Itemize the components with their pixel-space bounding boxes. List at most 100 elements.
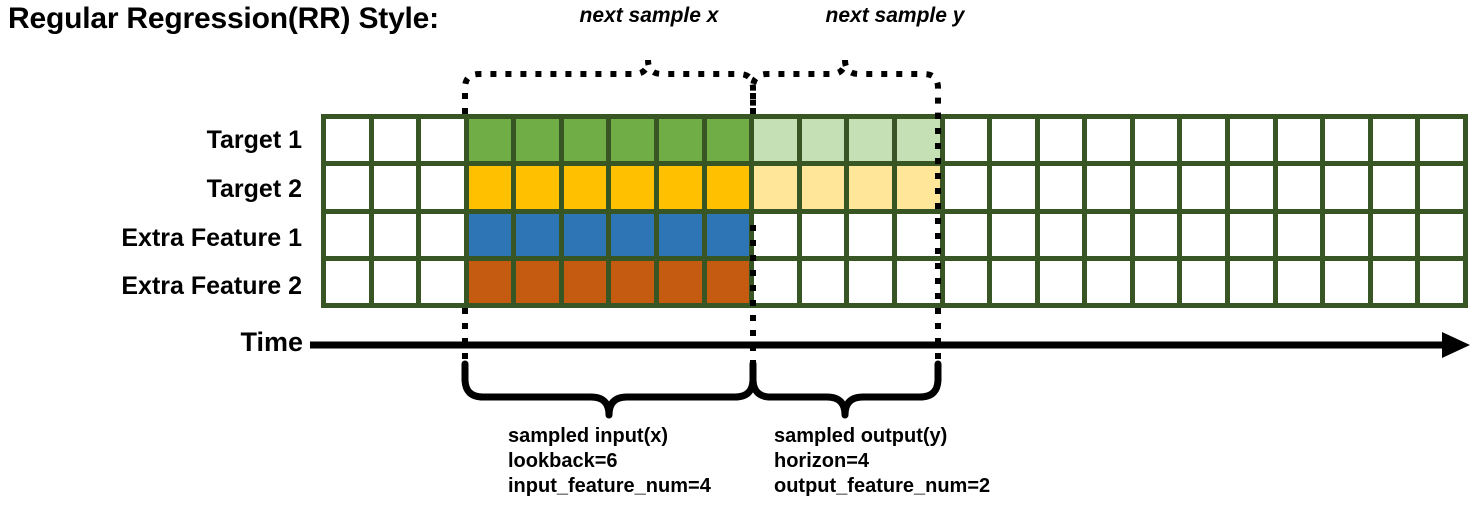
annotation-next-sample-x: next sample x [579,4,719,27]
grid-cell [801,260,845,303]
grid-cell [563,260,607,303]
grid-cell [563,119,607,162]
grid-row-extra-feature-1 [326,213,1463,256]
grid-cell [896,119,940,162]
grid-cell [373,260,417,303]
grid-cell [992,213,1035,256]
timeline-grid [321,114,1468,308]
grid-cell [754,213,797,256]
grid-cell [706,166,750,209]
grid-cell [1420,213,1463,256]
grid-cell [1420,119,1463,162]
grid-cell [896,213,940,256]
row-label-extra-feature-1: Extra Feature 1 [121,224,302,252]
grid-cell [373,119,417,162]
grid-cell [659,213,702,256]
grid-cell [659,119,702,162]
grid-cell [992,119,1035,162]
grid-cell [849,260,892,303]
grid-cell [326,260,369,303]
grid-cell [801,213,845,256]
grid-cell [611,119,655,162]
grid-cell [1039,119,1083,162]
row-label-target-1: Target 1 [206,126,302,154]
grid-cell [1325,260,1368,303]
caption-output-line-1: sampled output(y) [774,425,948,447]
caption-output-line-3: output_feature_num=2 [774,475,991,497]
grid-cell [992,260,1035,303]
grid-cell [611,213,655,256]
grid-cell [1229,213,1273,256]
grid-cell [1325,166,1368,209]
grid-row-target-2 [326,166,1463,209]
grid-cell [1087,213,1130,256]
grid-cell [611,166,655,209]
row-label-column: Target 1 Target 2 Extra Feature 1 Extra … [0,0,310,320]
grid-cell [944,166,988,209]
grid-cell [468,213,512,256]
grid-cell [849,119,892,162]
grid-cell [1229,166,1273,209]
grid-cell [611,260,655,303]
grid-cell [944,213,988,256]
grid-cell [1372,166,1416,209]
grid-cell [706,119,750,162]
grid-cell [1277,213,1321,256]
grid-cell [1325,213,1368,256]
grid-cell [468,166,512,209]
dotted-brace-next-sample-y [750,59,941,114]
grid-cell [1325,119,1368,162]
grid-cell [516,213,559,256]
grid-cell [373,166,417,209]
caption-output-line-2: horizon=4 [774,450,870,472]
grid-cell [1087,260,1130,303]
grid-cell [516,260,559,303]
grid-cell [896,166,940,209]
grid-cell [801,166,845,209]
grid-cell [1420,166,1463,209]
brace-sampled-output [749,360,942,419]
grid-cell [421,213,464,256]
grid-cell [706,260,750,303]
row-label-extra-feature-2: Extra Feature 2 [121,272,302,300]
time-axis-arrow [310,332,1470,358]
grid-cell [754,260,797,303]
grid-cell [1372,213,1416,256]
grid-cell [1182,166,1225,209]
grid-cell [706,213,750,256]
grid-cell [1134,213,1178,256]
grid-cell [326,119,369,162]
grid-cell [1277,166,1321,209]
grid-cell [468,119,512,162]
caption-input-line-3: input_feature_num=4 [508,475,711,497]
grid-cell [849,213,892,256]
caption-sampled-input: sampled input(x) lookback=6 input_featur… [508,424,711,499]
grid-cell [944,260,988,303]
grid-cell [1277,260,1321,303]
grid-cell [754,166,797,209]
time-axis-label: Time [240,327,303,357]
grid-cell [1134,119,1178,162]
grid-cell [659,260,702,303]
grid-cell [1372,260,1416,303]
grid-cell [516,119,559,162]
grid-cell [754,119,797,162]
grid-cell [1039,213,1083,256]
page-title: Regular Regression(RR) Style: [8,2,439,35]
grid-cell [421,260,464,303]
grid-cell [1229,260,1273,303]
grid-cell [1182,119,1225,162]
grid-cell [563,166,607,209]
grid-cell [421,166,464,209]
grid-cell [944,119,988,162]
grid-cell [1372,119,1416,162]
grid-cell [849,166,892,209]
grid-cell [1087,166,1130,209]
dotted-brace-next-sample-x [462,59,756,114]
annotation-next-sample-y: next sample y [825,4,965,27]
grid-cell [373,213,417,256]
grid-cell [468,260,512,303]
brace-sampled-input [461,360,757,419]
grid-cell [1134,166,1178,209]
